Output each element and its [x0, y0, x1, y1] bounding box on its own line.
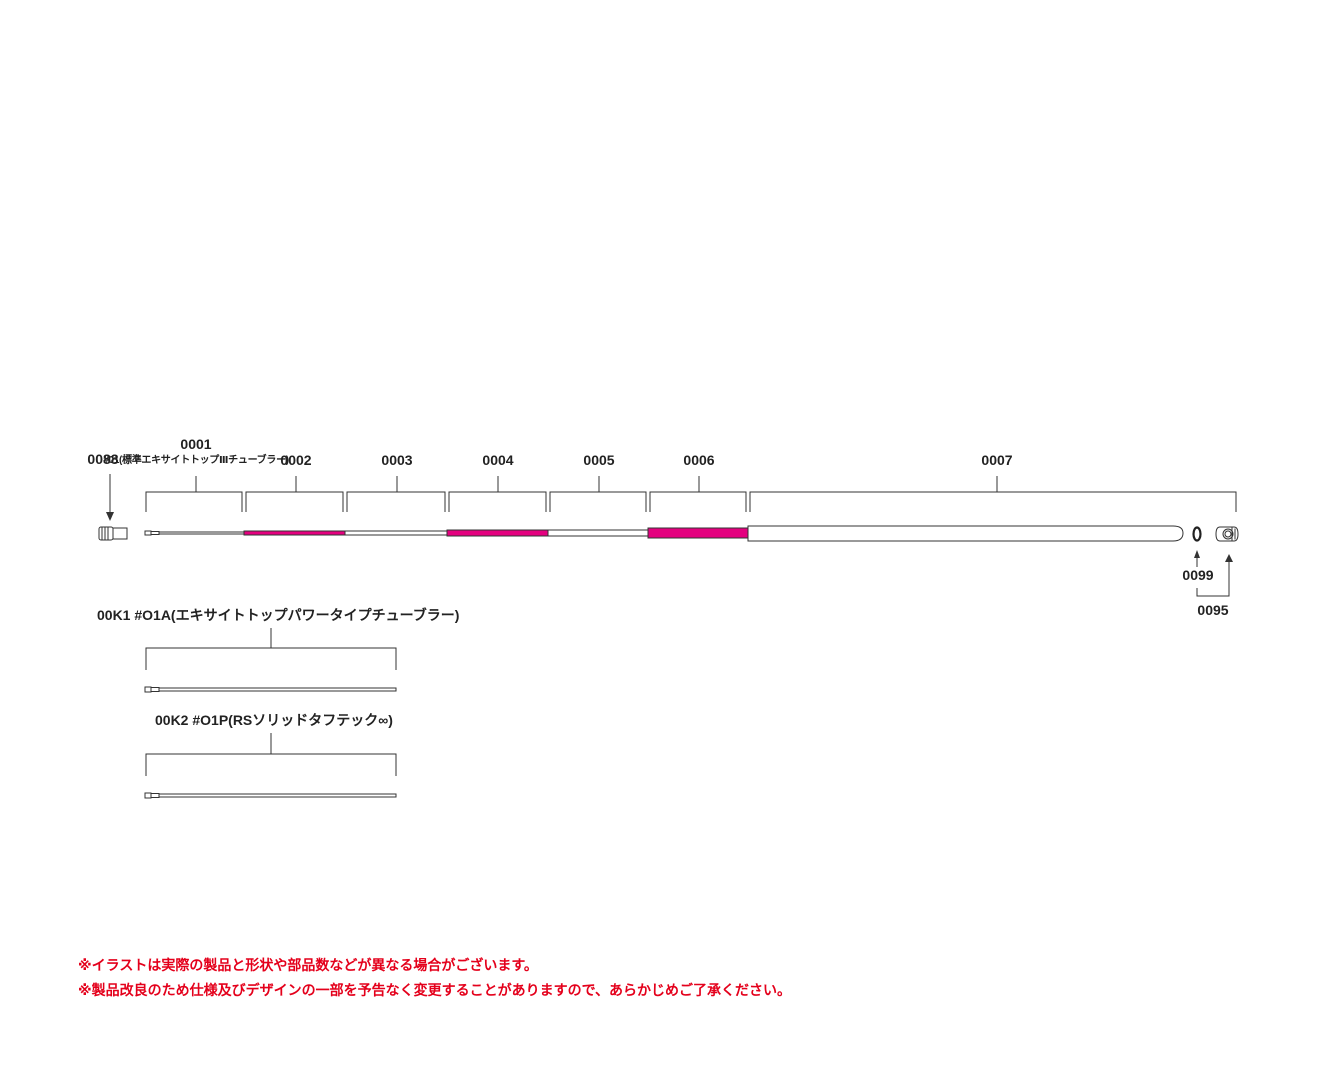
section-0001 — [144, 530, 245, 536]
label-0006: 0006 — [683, 452, 715, 468]
section-brackets — [145, 476, 1237, 512]
alt-tip-00k1 — [144, 628, 397, 693]
section-0006 — [647, 527, 749, 539]
bracket-0002 — [245, 476, 344, 512]
arrows-0099-0095 — [1194, 550, 1233, 597]
label-0007: 0007 — [981, 452, 1013, 468]
label-0002: 0002 — [280, 452, 312, 468]
label-0095: 0095 — [1197, 602, 1229, 618]
label-0003: 0003 — [381, 452, 413, 468]
butt-cap-0095 — [1215, 526, 1239, 542]
label-0001-desc: #01(標準エキサイトトップⅢチューブラー) — [103, 455, 289, 466]
section-0002 — [243, 530, 346, 536]
bracket-0001 — [145, 476, 243, 512]
label-00k1: 00K1 #O1A(エキサイトトップパワータイプチューブラー) — [97, 607, 460, 623]
section-0007 — [747, 525, 1184, 542]
section-0003 — [344, 530, 448, 536]
bracket-0005 — [549, 476, 647, 512]
label-0005: 0005 — [583, 452, 615, 468]
label-00k2: 00K2 #O1P(RSソリッドタフテック∞) — [155, 712, 393, 728]
bracket-0006 — [649, 476, 747, 512]
note-illustration: ※イラストは実際の製品と形状や部品数などが異なる場合がございます。 — [78, 957, 538, 973]
alt-tip-00k2 — [144, 733, 397, 799]
section-0005 — [547, 529, 649, 537]
note-spec-change: ※製品改良のため仕様及びデザインの一部を予告なく変更することがありますので、あら… — [78, 982, 792, 998]
o-ring-0099 — [1192, 526, 1202, 542]
section-0004 — [446, 529, 549, 537]
rod-sections — [144, 525, 1184, 542]
bracket-0003 — [346, 476, 446, 512]
label-0099: 0099 — [1182, 567, 1214, 583]
label-0004: 0004 — [482, 452, 514, 468]
end-cap-0088 — [98, 526, 128, 541]
arrow-0088 — [106, 474, 114, 521]
label-0088: 0088 — [87, 451, 119, 467]
label-0001: 0001 — [180, 436, 212, 452]
bracket-0007 — [749, 476, 1237, 512]
bracket-0004 — [448, 476, 547, 512]
